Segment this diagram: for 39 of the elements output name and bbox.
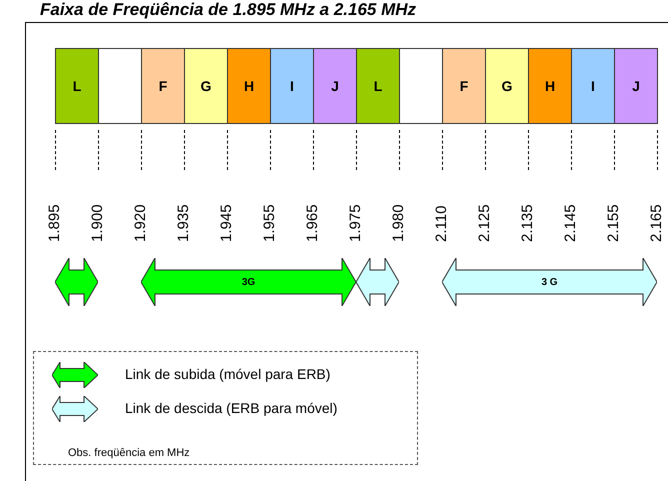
frequency-label: 1.955 bbox=[261, 204, 278, 242]
frequency-label: 2.110 bbox=[433, 206, 450, 242]
legend-text: Link de descida (ERB para móvel) bbox=[125, 400, 338, 416]
band-cell: F bbox=[442, 48, 486, 124]
frequency-label: 2.125 bbox=[476, 204, 493, 242]
arrow-label: 3 G bbox=[541, 276, 558, 288]
band-cell: L bbox=[55, 48, 99, 124]
band-cell: G bbox=[485, 48, 529, 124]
frequency-label: 1.920 bbox=[132, 204, 149, 242]
frequency-label: 1.965 bbox=[304, 204, 321, 242]
frequency-label: 2.145 bbox=[562, 204, 579, 242]
double-arrow bbox=[141, 258, 356, 306]
band-cell bbox=[98, 48, 142, 124]
band-cell bbox=[399, 48, 443, 124]
note: Obs. freqüência em MHz bbox=[68, 447, 190, 459]
double-arrow bbox=[356, 258, 399, 306]
frequency-label: 1.975 bbox=[347, 204, 364, 242]
frequency-label: 2.165 bbox=[648, 204, 665, 242]
frequency-label: 1.945 bbox=[218, 204, 235, 242]
band-cell: G bbox=[184, 48, 228, 124]
frequency-label: 1.900 bbox=[89, 204, 106, 242]
frequency-label: 1.895 bbox=[46, 204, 63, 242]
arrow-label: 3G bbox=[242, 276, 256, 288]
band-cell: H bbox=[227, 48, 271, 124]
band-cell: J bbox=[313, 48, 357, 124]
frequency-label: 1.980 bbox=[390, 204, 407, 242]
band-cell: F bbox=[141, 48, 185, 124]
band-cell: J bbox=[614, 48, 658, 124]
band-cell: L bbox=[356, 48, 400, 124]
band-cell: H bbox=[528, 48, 572, 124]
legend-text: Link de subida (móvel para ERB) bbox=[125, 366, 330, 382]
frequency-label: 2.155 bbox=[605, 204, 622, 242]
double-arrow bbox=[55, 258, 98, 306]
band-cell: I bbox=[571, 48, 615, 124]
frequency-label: 1.935 bbox=[175, 204, 192, 242]
band-cell: I bbox=[270, 48, 314, 124]
frequency-label: 2.135 bbox=[519, 204, 536, 242]
double-arrow bbox=[442, 258, 657, 306]
title: Faixa de Freqüência de 1.895 MHz a 2.165 MHz bbox=[40, 0, 416, 20]
